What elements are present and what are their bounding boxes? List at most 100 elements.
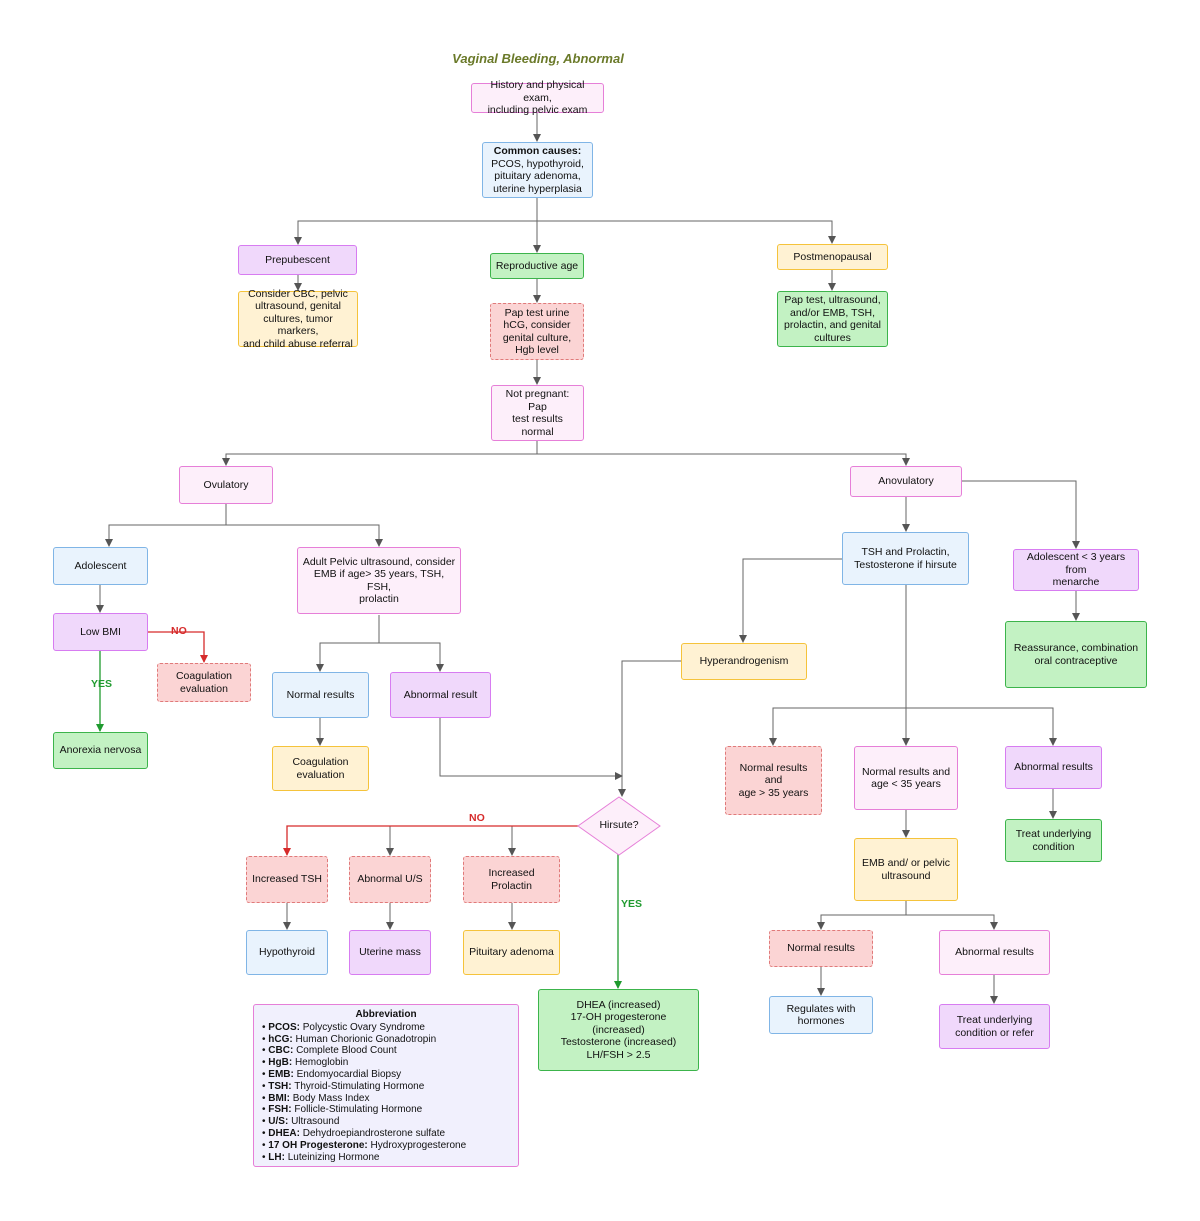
node-anorexia: Anorexia nervosa	[53, 732, 148, 769]
edge-label-no-bmi: NO	[171, 625, 187, 637]
node-postmenopausal: Postmenopausal	[777, 244, 888, 270]
edge-common-prepubescent	[294, 198, 538, 245]
node-normal-results-ovulatory: Normal results	[272, 672, 369, 718]
node-ovulatory: Ovulatory	[179, 466, 273, 504]
node-coagulation-2: Coagulation evaluation	[272, 746, 369, 791]
bullet-icon: •	[262, 1045, 269, 1057]
node-abnormal-results-emb: Abnormal results	[939, 930, 1050, 975]
node-coagulation-1: Coagulation evaluation	[157, 663, 251, 702]
edge-lowbmi-no	[148, 631, 208, 663]
node-postmeno-tests: Pap test, ultrasound, and/or EMB, TSH, p…	[777, 291, 888, 347]
node-normal-results-emb: Normal results	[769, 930, 873, 967]
edge-abnormalov-hirsute	[439, 718, 623, 780]
edge-adult-normal	[316, 615, 380, 672]
node-increased-tsh: Increased TSH	[246, 856, 328, 903]
edge-anovulatory-adolescent3y	[962, 480, 1080, 549]
bullet-icon: •	[262, 1151, 269, 1163]
node-adolescent: Adolescent	[53, 547, 148, 585]
bullet-icon: •	[262, 1057, 269, 1069]
legend-item: • U/S: Ultrasound	[262, 1116, 510, 1128]
edge-adult-abnormal	[379, 642, 444, 672]
node-normal-gt35: Normal results and age > 35 years	[725, 746, 822, 815]
legend-full: Follicle-Stimulating Hormone	[294, 1104, 423, 1116]
legend-full: Human Chorionic Gonadotropin	[295, 1033, 437, 1045]
legend-item: • CBC: Complete Blood Count	[262, 1045, 510, 1057]
node-hyperandrogenism: Hyperandrogenism	[681, 643, 807, 680]
bullet-icon: •	[262, 1139, 269, 1151]
edge-label-yes-hirsute: YES	[621, 898, 643, 910]
node-low-bmi: Low BMI	[53, 613, 148, 651]
legend-item: • DHEA: Dehydroepiandrosterone sulfate	[262, 1128, 510, 1140]
legend-abbr: EMB:	[268, 1068, 294, 1080]
node-tsh-prolactin: TSH and Prolactin, Testosterone if hirsu…	[842, 532, 969, 585]
legend-abbr: LH:	[268, 1151, 285, 1163]
bullet-icon: •	[262, 1021, 269, 1033]
legend-abbr: DHEA:	[268, 1127, 300, 1139]
abbreviation-legend: Abbreviation • PCOS: Polycystic Ovary Sy…	[253, 1004, 519, 1167]
edge-tsh-hyperandrogenism	[739, 558, 852, 643]
legend-abbr: CBC:	[268, 1045, 294, 1057]
node-common-causes: Common causes:PCOS, hypothyroid, pituita…	[482, 142, 593, 198]
legend-item: • FSH: Follicle-Stimulating Hormone	[262, 1104, 510, 1116]
legend-abbr: PCOS:	[268, 1021, 300, 1033]
legend-items: • PCOS: Polycystic Ovary Syndrome• hCG: …	[262, 1022, 510, 1164]
bullet-icon: •	[262, 1127, 269, 1139]
node-treat-underlying-1: Treat underlying condition	[1005, 819, 1102, 862]
node-increased-prolactin: Increased Prolactin	[463, 856, 560, 903]
legend-abbr: FSH:	[268, 1104, 292, 1116]
legend-item: • LH: Luteinizing Hormone	[262, 1152, 510, 1164]
node-history: History and physical exam, including pel…	[471, 79, 604, 116]
node-not-pregnant: Not pregnant: Pap test results normal	[491, 385, 584, 441]
edge-emb-abnormal	[906, 914, 998, 930]
legend-item: • EMB: Endomyocardial Biopsy	[262, 1069, 510, 1081]
node-abnormal-us: Abnormal U/S	[349, 856, 431, 903]
legend-abbr: 17 OH Progesterone:	[268, 1139, 368, 1151]
node-emb-pelvic: EMB and/ or pelvic ultrasound	[854, 838, 958, 901]
legend-abbr: TSH:	[268, 1080, 292, 1092]
edge-notpregnant-ovulatory	[222, 441, 538, 466]
legend-full: Ultrasound	[291, 1116, 340, 1128]
edge-tsh-abnormalan	[906, 707, 1057, 746]
node-uterine-mass: Uterine mass	[349, 930, 431, 975]
edge-emb-normal	[817, 901, 907, 930]
legend-abbr: HgB:	[268, 1057, 293, 1069]
bullet-icon: •	[262, 1116, 269, 1128]
node-reassurance: Reassurance, combination oral contracept…	[1005, 621, 1147, 688]
bullet-icon: •	[262, 1092, 269, 1104]
node-treat-refer: Treat underlying condition or refer	[939, 1004, 1050, 1049]
legend-full: Luteinizing Hormone	[287, 1151, 380, 1163]
legend-item: • TSH: Thyroid-Stimulating Hormone	[262, 1081, 510, 1093]
legend-full: Complete Blood Count	[296, 1045, 397, 1057]
edge-hyperandrogenism-hirsute	[618, 660, 681, 797]
node-prepubescent: Prepubescent	[238, 245, 357, 275]
bullet-icon: •	[262, 1104, 269, 1116]
bullet-icon: •	[262, 1080, 269, 1092]
hirsute-question: Hirsute?	[599, 819, 639, 831]
legend-item: • PCOS: Polycystic Ovary Syndrome	[262, 1022, 510, 1034]
node-adult-pelvic: Adult Pelvic ultrasound, consider EMB if…	[297, 547, 461, 614]
legend-full: Body Mass Index	[292, 1092, 370, 1104]
legend-item: • hCG: Human Chorionic Gonadotropin	[262, 1034, 510, 1046]
hirsute-diamond	[577, 796, 661, 856]
legend-abbr: hCG:	[268, 1033, 293, 1045]
node-abnormal-anovulatory: Abnormal results	[1005, 746, 1102, 789]
edge-ovulatory-adolescent	[105, 504, 227, 547]
bullet-icon: •	[262, 1068, 269, 1080]
node-prepubescent-consider: Consider CBC, pelvic ultrasound, genital…	[238, 288, 358, 350]
node-abnormal-result-ovulatory: Abnormal result	[390, 672, 491, 718]
diagram-title: Vaginal Bleeding, Abnormal	[452, 51, 624, 66]
legend-full: Thyroid-Stimulating Hormone	[294, 1080, 425, 1092]
legend-full: Polycystic Ovary Syndrome	[302, 1021, 425, 1033]
legend-abbr: BMI:	[268, 1092, 290, 1104]
legend-full: Hydroxyprogesterone	[370, 1139, 467, 1151]
legend-abbr: U/S:	[268, 1116, 289, 1128]
edge-label-yes-bmi: YES	[91, 678, 113, 690]
legend-item: • 17 OH Progesterone: Hydroxyprogesteron…	[262, 1140, 510, 1152]
node-normal-lt35: Normal results and age < 35 years	[854, 746, 958, 810]
edge-ovulatory-adult	[226, 524, 383, 547]
edge-notpregnant-anovulatory	[537, 453, 910, 466]
bullet-icon: •	[262, 1033, 269, 1045]
legend-item: • HgB: Hemoglobin	[262, 1057, 510, 1069]
